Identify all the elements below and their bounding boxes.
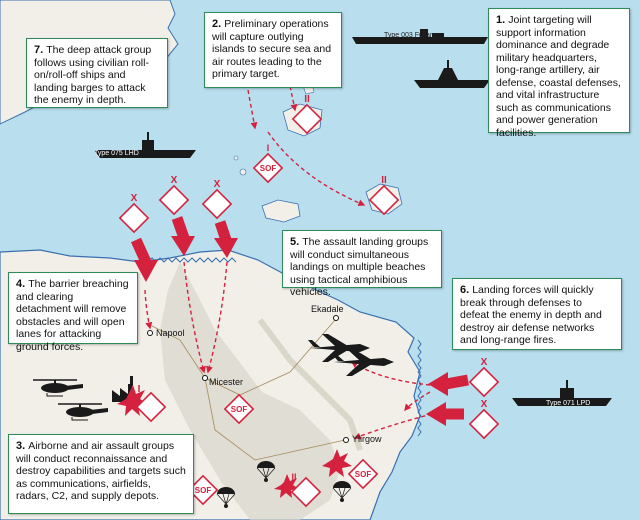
ship-label-fujian: Type 003 Fujian — [384, 32, 434, 39]
callout-barrier-breaching: 4.The barrier breaching and clearing det… — [8, 272, 138, 353]
unit-symbol-battalion: II — [292, 94, 322, 134]
svg-text:X: X — [214, 179, 221, 190]
svg-text:X: X — [131, 193, 138, 204]
ship-label-lpd: Type 071 LPD — [546, 400, 591, 407]
unit-symbol-brigade: X — [202, 179, 232, 219]
callout-deep-attack: 7.The deep attack group follows using ci… — [26, 38, 168, 108]
landing-arrow-west — [130, 237, 158, 282]
place-marker-ylirgow — [343, 437, 349, 443]
callout-assault-landing: 5.The assault landing groups will conduc… — [282, 230, 442, 298]
svg-text:SOF: SOF — [355, 470, 372, 479]
ship-label-lhd: Type 075 LHD — [94, 150, 139, 157]
sof-symbol: SOF — [188, 475, 218, 505]
movement-routes — [144, 85, 433, 440]
unit-symbol-battalion: II — [369, 175, 399, 215]
svg-text:X: X — [481, 399, 488, 410]
unit-symbol-brigade: X — [469, 399, 499, 439]
unit-symbol-brigade: X — [119, 193, 149, 233]
svg-text:II: II — [291, 472, 296, 482]
svg-text:II: II — [304, 94, 310, 105]
svg-text:SOF: SOF — [231, 405, 248, 414]
explosion-icon — [274, 474, 299, 498]
place-ylirgow: Ylirgow — [352, 434, 382, 444]
unit-symbol-brigade: X — [469, 357, 499, 397]
landing-arrow-east-coast-south — [426, 402, 464, 426]
mid-island — [261, 199, 301, 223]
explosion-icon — [322, 449, 352, 477]
svg-text:SOF: SOF — [260, 164, 277, 173]
svg-text:II: II — [381, 175, 387, 186]
callout-landing-forces: 6.Landing forces will quickly break thro… — [452, 278, 622, 350]
warship-icon — [352, 29, 488, 44]
unit-symbol-battalion: II — [291, 472, 321, 507]
unit-symbol-brigade: X — [159, 175, 189, 215]
place-marker-micester — [202, 375, 208, 381]
east-coast-obstacles — [417, 339, 422, 437]
place-marker-ekadale — [333, 315, 339, 321]
sof-symbol: SOF — [224, 394, 254, 424]
landing-arrow-east — [214, 220, 238, 258]
place-micester: Micester — [209, 377, 244, 387]
sof-symbol: SOF I — [253, 143, 283, 183]
sof-symbol: SOF — [348, 459, 378, 489]
place-marker-napool — [147, 330, 153, 336]
svg-text:I: I — [267, 143, 270, 153]
mountain-ridge — [160, 262, 340, 520]
landing-arrow-east-coast-north — [428, 372, 469, 396]
place-napool: Napool — [156, 328, 185, 338]
svg-text:I: I — [138, 384, 141, 395]
place-ekadale: Ekadale — [311, 304, 344, 314]
landing-arrow-center — [171, 216, 195, 256]
svg-text:SOF: SOF — [195, 486, 212, 495]
warship-icon — [414, 60, 490, 88]
callout-preliminary-operations: 2.Preliminary operations will capture ou… — [204, 12, 342, 88]
svg-text:X: X — [481, 357, 488, 368]
unit-symbol-company: I — [136, 384, 166, 422]
warship-icon — [512, 380, 612, 406]
warship-icon — [94, 132, 196, 158]
callout-airborne-assault: 3.Airborne and air assault groups will c… — [8, 434, 194, 514]
svg-text:X: X — [171, 175, 178, 186]
explosion-icon — [117, 385, 148, 416]
callout-joint-targeting: 1.Joint targeting will support informati… — [488, 8, 630, 139]
